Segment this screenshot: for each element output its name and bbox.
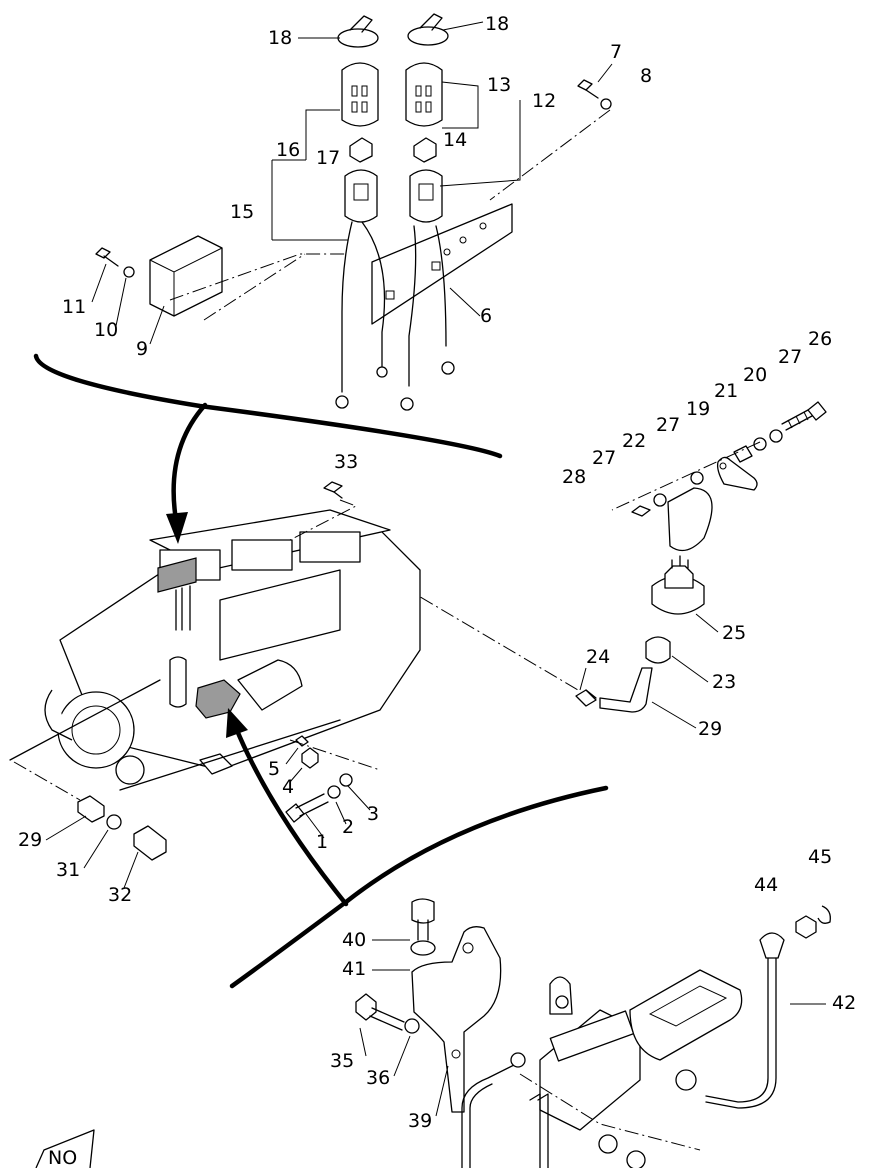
label-39: 39 (408, 1110, 432, 1132)
label-9: 9 (136, 338, 148, 360)
label-6: 6 (480, 305, 492, 327)
engine-block (9, 481, 421, 861)
cover-right (405, 62, 443, 127)
label-1: 1 (316, 831, 328, 853)
label-22: 22 (622, 430, 646, 452)
label-12: 12 (532, 90, 556, 112)
label-27: 27 (778, 346, 802, 368)
label-32: 32 (108, 884, 132, 906)
label-45: 45 (808, 846, 832, 868)
stamp-text: NO (48, 1147, 77, 1168)
label-26: 26 (808, 328, 832, 350)
label-21: 21 (714, 380, 738, 402)
label-17: 17 (316, 147, 340, 169)
label-23: 23 (712, 671, 736, 693)
label-5: 5 (268, 758, 280, 780)
label-19: 19 (686, 398, 710, 420)
label-28: 28 (562, 466, 586, 488)
relay-box (149, 235, 223, 317)
label-31: 31 (56, 859, 80, 881)
label-25: 25 (722, 622, 746, 644)
sensor-assembly (399, 401, 827, 713)
label-11: 11 (62, 296, 86, 318)
label-35: 35 (330, 1050, 354, 1072)
fuse-assembly (95, 13, 612, 411)
label-7: 7 (610, 41, 622, 63)
label-8: 8 (640, 65, 652, 87)
label-10: 10 (94, 319, 118, 341)
fuse-box-location (157, 557, 197, 593)
holder-left (344, 169, 378, 223)
label-33: 33 (334, 451, 358, 473)
label-15: 15 (230, 201, 254, 223)
label-13: 13 (487, 74, 511, 96)
label-41: 41 (342, 958, 366, 980)
label-30: 29 (18, 829, 42, 851)
label-27-c: 27 (592, 447, 616, 469)
cover-left (341, 62, 379, 127)
starter-relay-assembly (355, 898, 831, 1168)
label-16: 16 (276, 139, 300, 161)
holder-right (409, 169, 443, 223)
label-20: 20 (743, 364, 767, 386)
label-40: 40 (342, 929, 366, 951)
label-36: 36 (366, 1067, 390, 1089)
label-29: 29 (698, 718, 722, 740)
clip-left (337, 28, 379, 48)
label-44: 44 (754, 874, 778, 896)
label-14: 14 (443, 129, 467, 151)
label-24: 24 (586, 646, 610, 668)
callout-labels: 18 18 7 8 13 12 16 17 14 15 11 10 9 6 26… (18, 13, 856, 1132)
label-3: 3 (367, 803, 379, 825)
callout-arrows (33, 353, 609, 989)
label-42: 42 (832, 992, 856, 1014)
label-18: 18 (268, 27, 292, 49)
label-27-b: 27 (656, 414, 680, 436)
clip-right (407, 26, 449, 46)
label-18-b: 18 (485, 13, 509, 35)
stamp-logo: NO (35, 1129, 95, 1168)
